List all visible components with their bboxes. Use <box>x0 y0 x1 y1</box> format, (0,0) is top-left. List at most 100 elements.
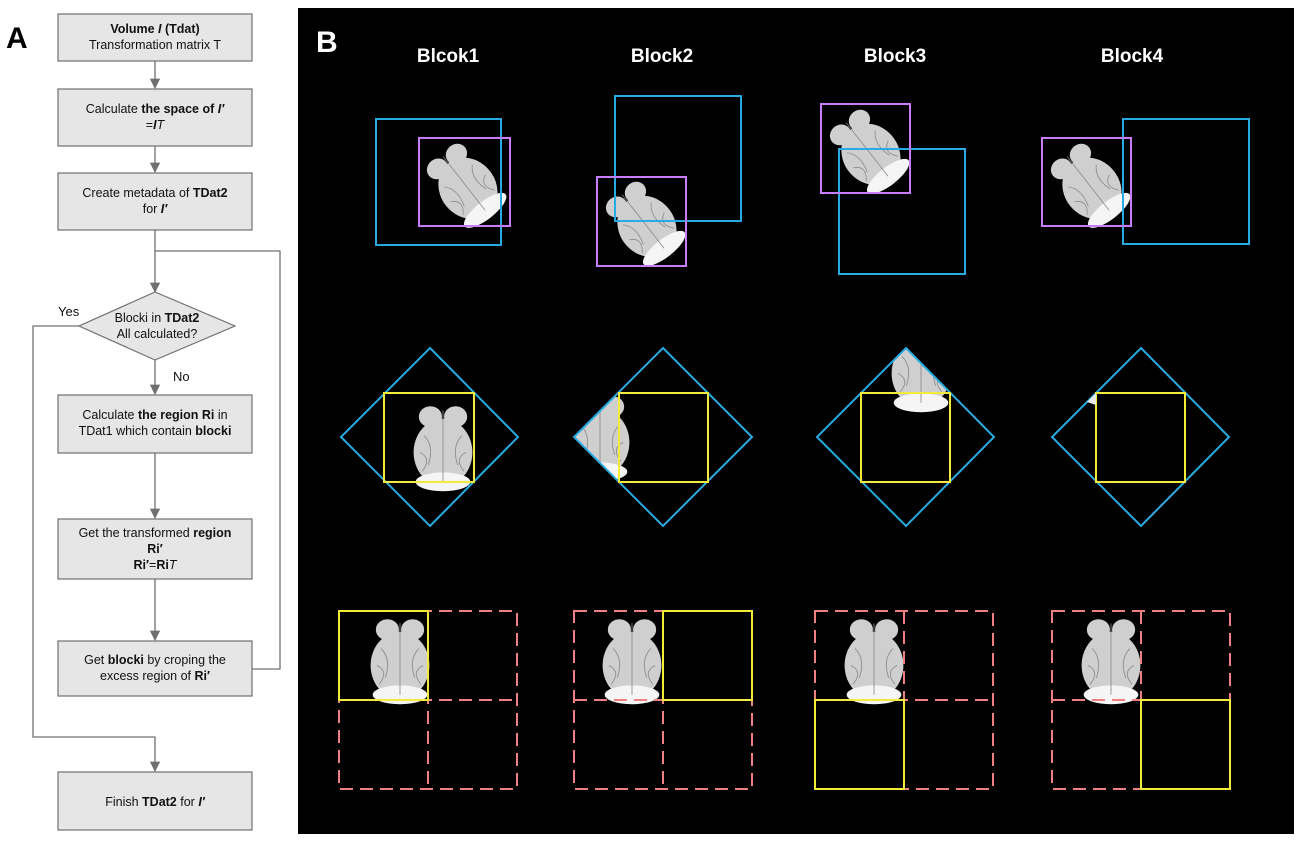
node-text-segment: Ri <box>156 558 169 572</box>
yellow-square <box>1095 392 1186 483</box>
node-text-segment: Finish <box>105 795 142 809</box>
row3-block2 <box>573 610 753 790</box>
cyan-diamond <box>1050 346 1231 528</box>
yellow-square <box>1140 699 1231 790</box>
node-text-segment: T <box>157 118 166 132</box>
step-volume-input-text: Volume I (Tdat)Transformation matrix T <box>89 22 221 52</box>
cyan-square <box>1122 118 1250 245</box>
step-crop-block-text: Get blocki by croping the excess region o… <box>84 653 226 683</box>
panel-a-letter: A <box>6 22 28 55</box>
violet-square <box>596 176 687 267</box>
node-text-segment: TDat1 which contain <box>79 424 196 438</box>
row1-block4 <box>1041 118 1250 245</box>
brain-image <box>1081 618 1141 705</box>
decision-all-calculated <box>77 291 237 361</box>
brain-image <box>844 618 904 705</box>
loop-back-line <box>155 250 281 670</box>
node-text-segment: = <box>146 118 153 132</box>
yellow-square <box>618 392 709 483</box>
node-text-segment: Calculate <box>82 408 138 422</box>
violet-square <box>418 137 511 227</box>
node-text-segment: the region Ri <box>138 408 214 422</box>
node-text-segment: Get the transformed <box>79 526 194 540</box>
cyan-diamond <box>572 346 754 528</box>
cyan-diamond <box>815 346 996 528</box>
brain-image <box>370 618 430 705</box>
node-text-segment: T <box>169 558 178 572</box>
step-crop-block <box>57 640 253 697</box>
step-create-metadata <box>57 172 253 231</box>
cyan-square <box>838 148 966 275</box>
row1-block1 <box>375 118 514 246</box>
node-text-segment: All calculated? <box>117 327 198 341</box>
step-transformed-region <box>57 518 253 580</box>
node-text-segment: Ri′ <box>134 558 150 572</box>
violet-square <box>1041 137 1132 227</box>
violet-square <box>820 103 911 194</box>
column-title-block3: Block3 <box>864 46 926 67</box>
node-text-segment: TDat2 <box>165 311 200 325</box>
row2-block3 <box>815 346 996 528</box>
node-text-segment: (Tdat) <box>162 22 200 36</box>
node-text-segment: = <box>149 558 156 572</box>
node-text-segment: Calculate <box>86 102 142 116</box>
yellow-square <box>338 610 429 701</box>
row1-block2 <box>596 95 742 274</box>
node-text-segment: I′ <box>198 795 205 809</box>
brain-fragment <box>1087 393 1096 405</box>
yellow-square <box>383 392 475 483</box>
yellow-square <box>662 610 753 701</box>
cyan-diamond <box>339 346 520 528</box>
column-title-block4: Block4 <box>1101 46 1164 67</box>
step-calculate-space-text: Calculate the space of I′ =IT <box>86 102 225 132</box>
step-volume-input <box>57 13 253 62</box>
row2-block4 <box>1050 346 1231 528</box>
node-text-segment: blocki <box>108 653 144 667</box>
step-finish-text: Finish TDat2 for I′ <box>105 795 206 809</box>
node-text-segment: the space of <box>141 102 217 116</box>
row3-block1 <box>338 610 518 790</box>
row3-block3 <box>814 610 994 790</box>
yellow-square <box>860 392 951 483</box>
node-text-segment: Get <box>84 653 108 667</box>
brain-image <box>602 618 662 705</box>
node-text-segment: for <box>143 202 161 216</box>
column-title-block2: Block2 <box>631 46 693 67</box>
node-text-segment: Create metadata of <box>82 186 192 200</box>
no-label: No <box>173 369 190 384</box>
flowchart: Volume I (Tdat)Transformation matrix T C… <box>32 13 281 831</box>
node-text-segment: Blocki in <box>115 311 165 325</box>
cyan-square <box>375 118 502 246</box>
column-title-block1: Blcok1 <box>417 46 480 67</box>
node-text-segment: I <box>153 118 157 132</box>
yellow-square <box>814 699 905 790</box>
node-text-segment: excess region of <box>100 669 195 683</box>
node-text-segment: TDat2 <box>193 186 228 200</box>
node-text-segment: Volume <box>110 22 158 36</box>
node-text-segment: I′ <box>218 102 225 116</box>
panel-b-letter: B <box>316 26 338 59</box>
node-text-segment: in <box>214 408 227 422</box>
yes-branch-line <box>32 325 161 773</box>
step-finish <box>57 771 253 831</box>
node-text-segment: Ri′ <box>147 542 163 556</box>
yes-label: Yes <box>58 304 80 319</box>
brain-image <box>413 405 473 492</box>
node-text-segment: I <box>158 22 162 36</box>
row2-block1 <box>339 346 520 528</box>
step-calculate-region <box>57 394 253 454</box>
step-calculate-space <box>57 88 253 147</box>
node-text-segment: TDat2 <box>142 795 177 809</box>
node-text-segment: region <box>193 526 231 540</box>
row3-block4 <box>1051 610 1231 790</box>
node-text-segment: Ri′ <box>195 669 211 683</box>
cyan-square <box>614 95 742 222</box>
node-text-segment: blocki <box>195 424 231 438</box>
node-text-segment: by croping the <box>144 653 226 667</box>
row2-block2 <box>572 346 754 528</box>
row1-block3 <box>820 101 966 275</box>
